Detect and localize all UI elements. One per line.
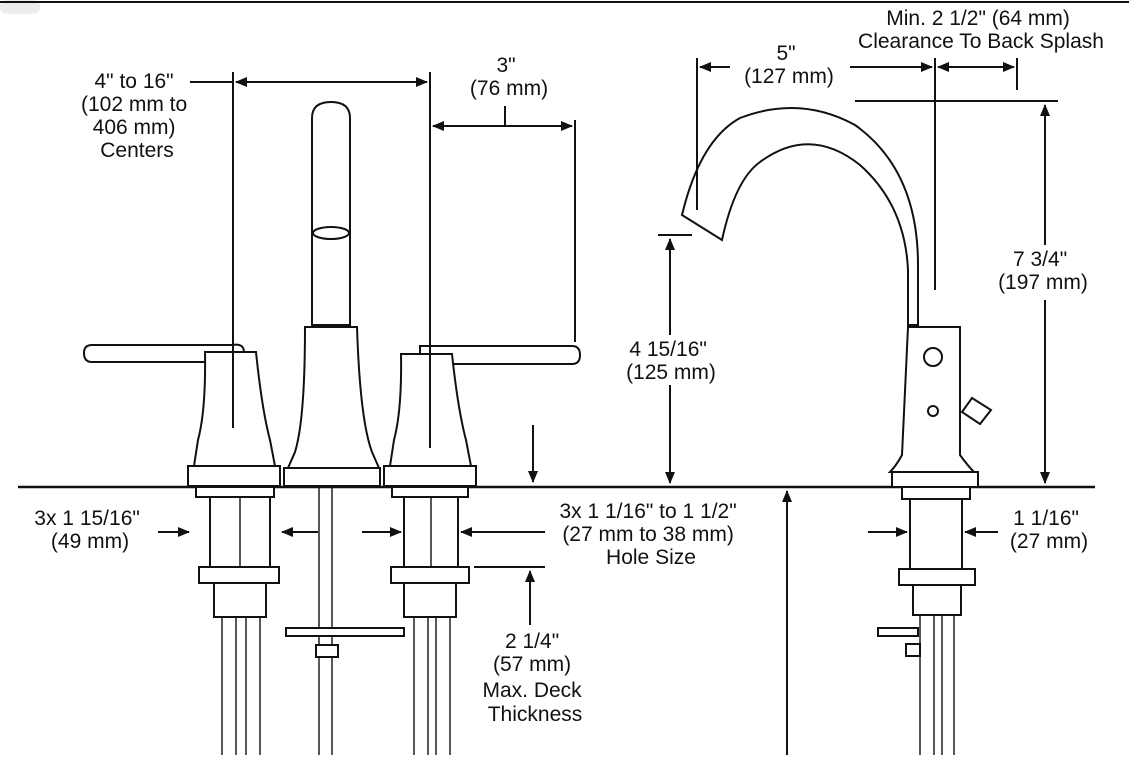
hole-size-label: 3x 1 1/16" to 1 1/2" (27 mm to 38 mm) Ho… xyxy=(559,500,742,569)
deck-thickness-line-2: (57 mm) xyxy=(493,653,571,676)
hole-size-line-1: 3x 1 1/16" to 1 1/2" xyxy=(559,500,736,523)
spout-height-line-2: (197 mm) xyxy=(998,271,1088,294)
spout-shank-line-1: 1 1/16" xyxy=(1013,507,1079,530)
aerator-height-line-1: 4 15/16" xyxy=(629,338,707,361)
centers-line-3: 406 mm) xyxy=(93,116,176,139)
handle-reach-line-2: (76 mm) xyxy=(470,77,548,100)
spout-reach-line-2: (127 mm) xyxy=(744,65,834,88)
hole-size-line-3: Hole Size xyxy=(606,546,696,569)
handle-shank-label: 3x 1 15/16" (49 mm) xyxy=(34,507,145,553)
handle-reach-line-1: 3" xyxy=(497,54,516,77)
side-view-faucet xyxy=(680,107,993,755)
spout-shank-line-2: (27 mm) xyxy=(1010,530,1088,553)
left-handle xyxy=(82,343,281,755)
centers-line-2: (102 mm to xyxy=(81,93,187,116)
corner-tab xyxy=(0,0,40,14)
handle-reach-label: 3" (76 mm) xyxy=(470,54,548,100)
spout-height-label: 7 3/4" (197 mm) xyxy=(998,248,1088,294)
spout-reach-line-1: 5" xyxy=(777,42,796,65)
right-handle xyxy=(383,345,582,755)
aerator-height-line-2: (125 mm) xyxy=(626,361,716,384)
deck-thickness-line-3: Max. Deck xyxy=(482,679,582,702)
handle-shank-line-2: (49 mm) xyxy=(51,530,129,553)
deck-thickness-label: 2 1/4" (57 mm) Max. Deck Thickness xyxy=(482,630,587,726)
deck-thickness-line-1: 2 1/4" xyxy=(505,630,559,653)
dimension-lines xyxy=(158,58,1058,755)
centers-label: 4" to 16" (102 mm to 406 mm) Centers xyxy=(81,70,193,162)
back-splash-label: Min. 2 1/2" (64 mm) Clearance To Back Sp… xyxy=(858,7,1104,53)
aerator-height-label: 4 15/16" (125 mm) xyxy=(626,338,716,384)
centers-line-1: 4" to 16" xyxy=(95,70,174,93)
back-splash-line-1: Min. 2 1/2" (64 mm) xyxy=(886,7,1070,30)
spout-body-front xyxy=(283,100,405,755)
handle-shank-line-1: 3x 1 15/16" xyxy=(34,507,140,530)
spout-height-line-1: 7 3/4" xyxy=(1013,248,1067,271)
deck-thickness-line-4: Thickness xyxy=(488,703,583,726)
spout-reach-label: 5" (127 mm) xyxy=(744,42,834,88)
centers-line-4: Centers xyxy=(100,139,174,162)
spout-shank-label: 1 1/16" (27 mm) xyxy=(1010,507,1088,553)
back-splash-line-2: Clearance To Back Splash xyxy=(858,30,1104,53)
hole-size-line-2: (27 mm to 38 mm) xyxy=(562,523,734,546)
